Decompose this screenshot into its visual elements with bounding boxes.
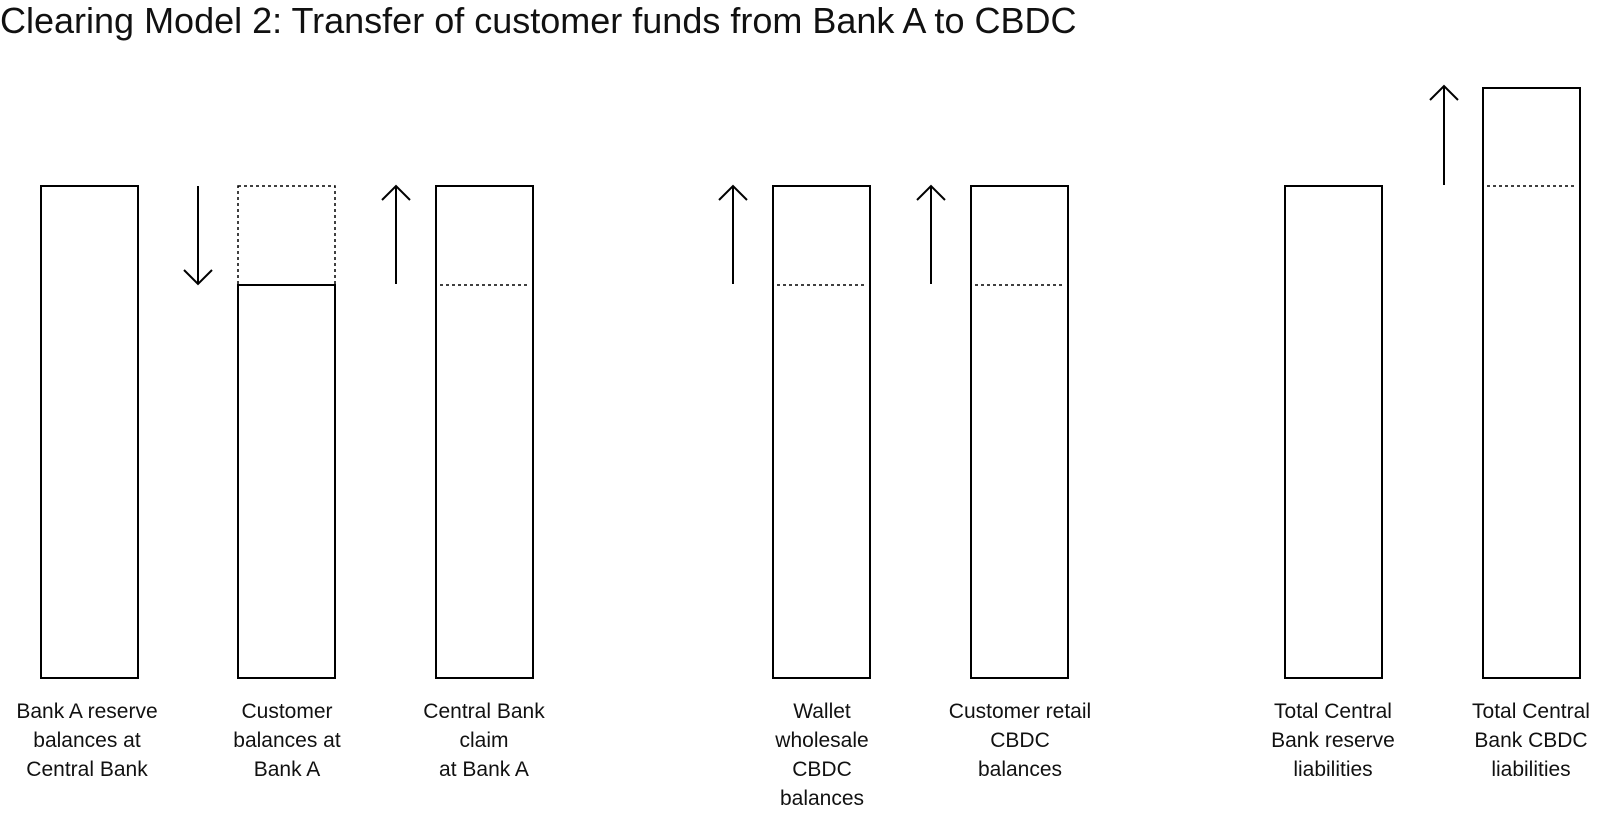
label-customer-retail-cbdc: Customer retail CBDC balances: [948, 700, 1092, 781]
bar-bank-a-reserve-rect: [40, 185, 139, 679]
bar-total-cb-reserve: [1284, 185, 1383, 679]
arrow-up-icon: [916, 184, 946, 284]
label-total-cb-reserve: Total Central Bank reserve liabilities: [1271, 700, 1395, 781]
diagram-title: Clearing Model 2: Transfer of customer f…: [0, 0, 1077, 41]
arrow-up-icon: [381, 184, 411, 284]
bar-cb-claim-rect: [435, 185, 534, 679]
label-total-cb-cbdc: Total Central Bank CBDC liabilities: [1472, 700, 1590, 781]
bar-bank-a-reserve: [40, 185, 139, 679]
label-wallet-wholesale-cbdc: Wallet wholesale CBDC balances: [775, 700, 869, 810]
arrow-up-icon: [718, 184, 748, 284]
bar-customer-balances-bank-a: [183, 185, 336, 679]
bar-wallet-wholesale-rect: [772, 185, 871, 679]
bar-cb-claim-bank-a: [381, 184, 534, 679]
label-bank-a-reserve: Bank A reserve balances at Central Bank: [16, 700, 158, 781]
bar-total-cb-cbdc-rect: [1482, 87, 1581, 679]
bar-customer-retail-cbdc: [916, 184, 1069, 679]
arrow-up-icon: [1429, 84, 1459, 185]
bar-wallet-wholesale-cbdc: [718, 184, 871, 679]
label-customer-balances-bank-a: Customer balances at Bank A: [233, 700, 341, 781]
arrow-down-icon: [183, 186, 213, 286]
bar-customer-retail-rect: [970, 185, 1069, 679]
label-cb-claim-bank-a: Central Bank claim at Bank A: [423, 700, 545, 781]
bar-total-cb-cbdc: [1429, 84, 1581, 679]
bar-total-cb-reserve-rect: [1284, 185, 1383, 679]
bar-customer-balances-removed-portion: [237, 185, 336, 286]
bar-customer-balances-rect: [237, 284, 336, 679]
